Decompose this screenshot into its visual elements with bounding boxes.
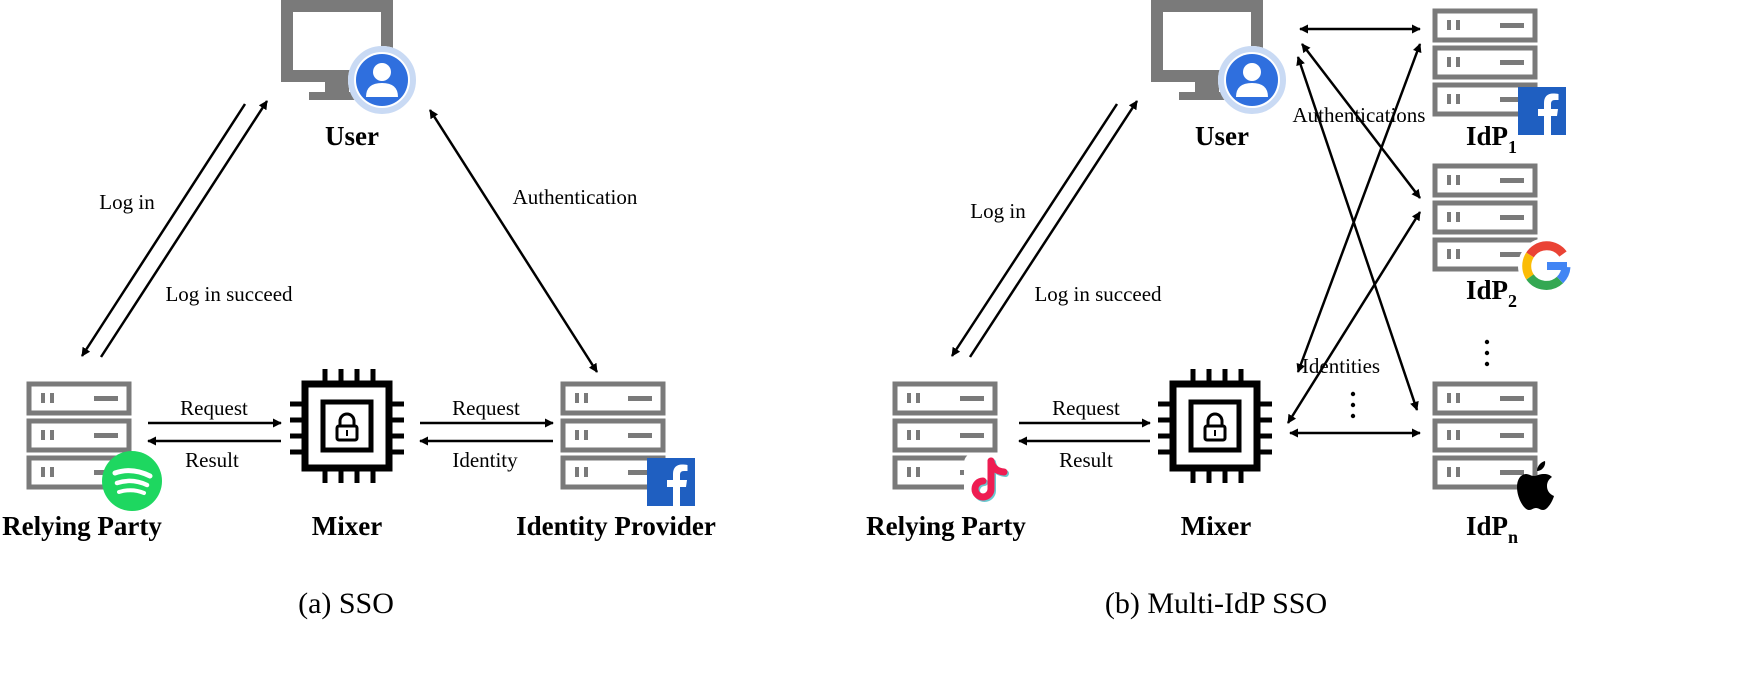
identity-provider-label: Identity Provider [516, 511, 716, 541]
result-edge-label: Result [1059, 448, 1113, 472]
idp1-label: IdP1 [1466, 121, 1517, 157]
authentications-edge-label: Authentications [1293, 103, 1426, 127]
mixer-chip-icon [1158, 369, 1272, 483]
idpn-node [1435, 384, 1554, 510]
user-device-a [287, 6, 416, 114]
log-in-arrow [950, 103, 1119, 357]
server-icon [1435, 384, 1535, 487]
panel-a: User Relying Party Mixer Identity Provid… [2, 6, 716, 620]
vertical-ellipsis-mixer [1350, 391, 1356, 419]
idp1-node [1435, 11, 1566, 135]
result-edge-label: Result [185, 448, 239, 472]
authentication-edge-label: Authentication [513, 185, 638, 209]
idpn-label-text: IdP [1466, 511, 1508, 541]
request-edge-label: Request [180, 396, 248, 420]
relying-party-a [29, 384, 162, 511]
identity-edge-label: Identity [452, 448, 518, 472]
log-in-succeed-edge-label: Log in succeed [1034, 282, 1162, 306]
user-avatar-icon [348, 46, 416, 114]
google-logo-icon [1518, 238, 1574, 294]
spotify-logo-icon [102, 451, 162, 511]
idpn-label: IdPn [1466, 511, 1518, 547]
idp1-subscript: 1 [1508, 137, 1517, 157]
tiktok-logo-icon [964, 453, 1014, 509]
user-label: User [1195, 121, 1249, 151]
request-edge-label: Request [452, 396, 520, 420]
facebook-logo-icon [647, 458, 695, 506]
server-icon [1435, 166, 1535, 269]
panel-a-caption: (a) SSO [298, 587, 394, 620]
mixer-label: Mixer [1181, 511, 1251, 541]
mixer-chip-icon [290, 369, 404, 483]
log-in-succeed-arrow [968, 100, 1139, 358]
user-avatar-icon [1218, 46, 1286, 114]
idpn-subscript: n [1508, 527, 1518, 547]
panel-b: User Relying Party Mixer IdP1 IdP2 IdPn [866, 6, 1574, 620]
relying-party-label: Relying Party [866, 511, 1026, 541]
idp2-label: IdP2 [1466, 275, 1517, 311]
panel-b-caption: (b) Multi-IdP SSO [1105, 587, 1327, 620]
panel-a-arrows [80, 100, 599, 446]
idp1-label-text: IdP [1466, 121, 1508, 151]
log-in-succeed-edge-label: Log in succeed [165, 282, 293, 306]
log-in-edge-label: Log in [970, 199, 1026, 223]
log-in-arrow [80, 103, 247, 357]
user-label: User [325, 121, 379, 151]
relying-party-label: Relying Party [2, 511, 162, 541]
vertical-ellipsis-idps [1484, 339, 1490, 367]
identity-provider-a [563, 384, 695, 506]
panel-b-arrows [950, 24, 1422, 446]
request-edge-label: Request [1052, 396, 1120, 420]
authentication-arrow [428, 109, 599, 373]
idp2-subscript: 2 [1508, 291, 1517, 311]
identities-edge-label: Identities [1302, 354, 1380, 378]
log-in-edge-label: Log in [99, 190, 155, 214]
facebook-logo-icon [1518, 87, 1566, 135]
mixer-idp1-arrow [1296, 43, 1422, 373]
log-in-succeed-arrow [99, 100, 269, 358]
idp2-label-text: IdP [1466, 275, 1508, 305]
mixer-idp2-arrow [1286, 211, 1422, 424]
relying-party-b [895, 384, 1014, 509]
user-device-b [1157, 6, 1286, 114]
mixer-label: Mixer [312, 511, 382, 541]
